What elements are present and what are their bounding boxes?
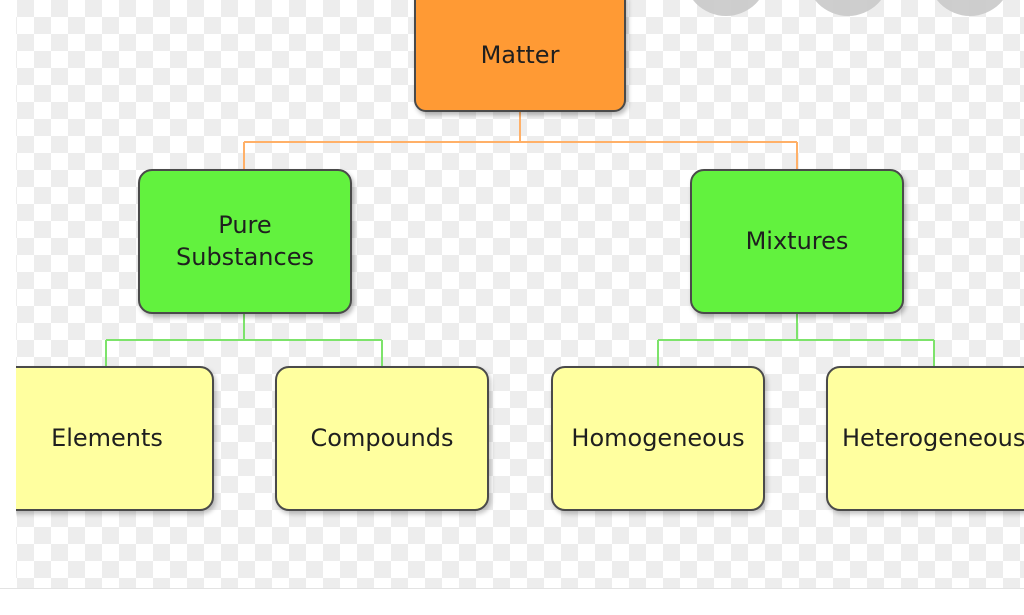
- elements-box: Elements: [0, 366, 214, 511]
- compounds-label: Compounds: [310, 423, 454, 452]
- heterogeneous-label: Heterogeneous: [842, 423, 1024, 452]
- pure-substances-label: Pure Substances: [176, 211, 314, 271]
- pure-substances-connectors: [105, 312, 383, 366]
- mixtures-box: Mixtures: [690, 169, 904, 314]
- elements-label: Elements: [51, 423, 163, 452]
- left-cover: [0, 0, 16, 615]
- mixtures-label: Mixtures: [745, 226, 849, 255]
- pure-substances-box: Pure Substances: [138, 169, 352, 314]
- bottom-band: [0, 588, 1024, 615]
- root-connectors: [243, 112, 798, 170]
- compounds-box: Compounds: [275, 366, 489, 511]
- homogeneous-box: Homogeneous: [551, 366, 765, 511]
- matter-label: Matter: [480, 41, 560, 70]
- homogeneous-label: Homogeneous: [571, 423, 745, 452]
- mixtures-connectors: [657, 312, 935, 366]
- heterogeneous-box: Heterogeneous: [826, 366, 1024, 511]
- matter-box: Matter: [414, 0, 626, 112]
